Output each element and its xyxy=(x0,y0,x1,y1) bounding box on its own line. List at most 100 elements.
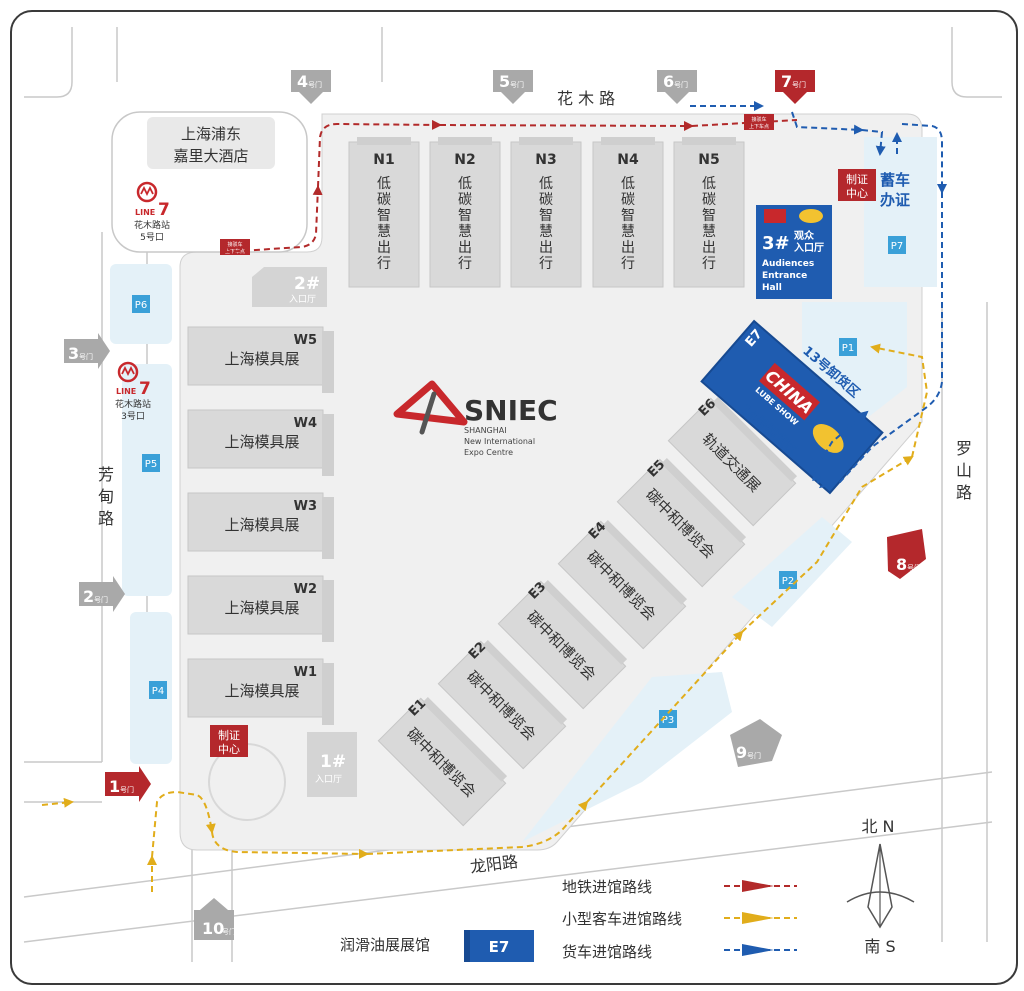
parking-tag-p3: P3 xyxy=(659,710,677,728)
hall-id: N4 xyxy=(617,152,639,168)
road-fangdian-2: 甸 xyxy=(98,487,114,506)
sniec-logo-mark xyxy=(393,380,468,426)
svg-text:接驳车: 接驳车 xyxy=(227,241,242,248)
svg-text:号门: 号门 xyxy=(907,563,921,572)
legend-car: 小型客车进馆路线 xyxy=(562,910,682,928)
svg-text:8: 8 xyxy=(896,555,907,574)
svg-text:7: 7 xyxy=(158,200,170,220)
svg-text:P2: P2 xyxy=(782,576,794,587)
hall-text-char: 出 xyxy=(539,240,553,256)
hall-text-char: 低 xyxy=(621,176,635,192)
hall-text-char: 慧 xyxy=(377,224,391,240)
road-luoshan-2: 山 xyxy=(956,461,972,480)
svg-text:5号口: 5号口 xyxy=(140,232,164,243)
svg-text:3: 3 xyxy=(68,344,79,363)
hotel-name-line2: 嘉里大酒店 xyxy=(173,147,248,165)
svg-text:Hall: Hall xyxy=(762,283,782,293)
road-huamu: 花 木 路 xyxy=(557,89,615,108)
svg-text:号门: 号门 xyxy=(120,785,134,794)
svg-text:P7: P7 xyxy=(891,241,903,252)
hall-text-char: 出 xyxy=(458,240,472,256)
hall-text-char: 慧 xyxy=(621,224,635,240)
hall-text: 上海模具展 xyxy=(224,599,299,617)
parking-tag-p6: P6 xyxy=(132,295,150,313)
map-frame: 上海浦东 嘉里大酒店 LINE 7 花木路站 5号口 LINE 7 花木路站 3… xyxy=(10,10,1018,985)
hall-text: 上海模具展 xyxy=(224,350,299,368)
svg-text:Expo Centre: Expo Centre xyxy=(464,448,513,457)
hall-id: W2 xyxy=(294,582,317,597)
hall-w1: W1 上海模具展 xyxy=(187,658,334,725)
svg-text:7: 7 xyxy=(781,72,792,91)
svg-text:Audiences: Audiences xyxy=(762,259,814,269)
compass-south: 南 S xyxy=(864,937,895,956)
hall-id: N3 xyxy=(535,152,556,168)
compass-rose: 北 N 南 S xyxy=(846,817,915,956)
svg-text:P1: P1 xyxy=(842,343,854,354)
hall-text-char: 行 xyxy=(377,256,391,272)
hall-text-char: 行 xyxy=(702,256,716,272)
road-luoshan-3: 路 xyxy=(956,483,972,502)
parking-tag-p5: P5 xyxy=(142,454,160,472)
hall-text-char: 碳 xyxy=(702,192,716,208)
svg-text:7: 7 xyxy=(139,379,151,399)
hotel-label-box xyxy=(147,117,275,169)
hall-text-char: 智 xyxy=(377,208,391,224)
svg-text:10: 10 xyxy=(202,919,224,938)
hall-text-char: 行 xyxy=(458,256,472,272)
truck-office-line1: 蓄车 xyxy=(880,171,910,189)
hotel-name-line1: 上海浦东 xyxy=(181,125,241,143)
svg-text:花木路站: 花木路站 xyxy=(115,398,151,410)
hall-id: W3 xyxy=(294,499,317,514)
hall-id: W1 xyxy=(294,665,317,680)
hall-text-char: 碳 xyxy=(539,192,553,208)
metro-marker-3: LINE 7 花木路站 3号口 xyxy=(115,361,151,422)
hall-text-char: 低 xyxy=(377,176,391,192)
svg-text:号门: 号门 xyxy=(510,80,524,89)
svg-text:上下车点: 上下车点 xyxy=(749,123,769,130)
svg-text:1: 1 xyxy=(109,777,120,796)
svg-text:E7: E7 xyxy=(489,938,510,956)
hall-text-char: 智 xyxy=(621,208,635,224)
hall-text-char: 出 xyxy=(702,240,716,256)
hall-text: 上海模具展 xyxy=(224,682,299,700)
legend-lube: 润滑油展展馆 xyxy=(340,936,430,954)
sniec-logo-text: SNIEC xyxy=(464,394,558,427)
hall-w2: W2 上海模具展 xyxy=(187,575,334,642)
hall-text-char: 慧 xyxy=(539,224,553,240)
hall-text-char: 碳 xyxy=(377,192,391,208)
badge-center-east: 制证 中心 xyxy=(838,169,876,201)
hall-text-char: 低 xyxy=(702,176,716,192)
svg-text:号门: 号门 xyxy=(674,80,688,89)
hall-text-char: 出 xyxy=(621,240,635,256)
truck-office-line2: 办证 xyxy=(880,191,910,209)
parking-p7-area xyxy=(864,137,937,287)
venue-ground xyxy=(179,113,923,851)
svg-text:号门: 号门 xyxy=(792,80,806,89)
entrance-1: 1# 入口厅 xyxy=(307,732,357,797)
svg-text:1#: 1# xyxy=(320,752,346,772)
svg-text:P4: P4 xyxy=(152,686,164,697)
svg-text:New International: New International xyxy=(464,437,535,446)
road-luoshan-1: 罗 xyxy=(956,439,972,458)
legend-lube-box xyxy=(464,930,534,962)
svg-text:中心: 中心 xyxy=(846,187,868,200)
drop-off-label-north: 接驳车 上下车点 xyxy=(744,114,774,130)
hall-id: N2 xyxy=(454,152,475,168)
svg-text:制证: 制证 xyxy=(846,173,868,186)
svg-text:2: 2 xyxy=(83,587,94,606)
road-longyang: 龙阳路 xyxy=(469,852,519,877)
hall-text-char: 慧 xyxy=(702,224,716,240)
venue-map: 上海浦东 嘉里大酒店 LINE 7 花木路站 5号口 LINE 7 花木路站 3… xyxy=(23,27,1002,962)
